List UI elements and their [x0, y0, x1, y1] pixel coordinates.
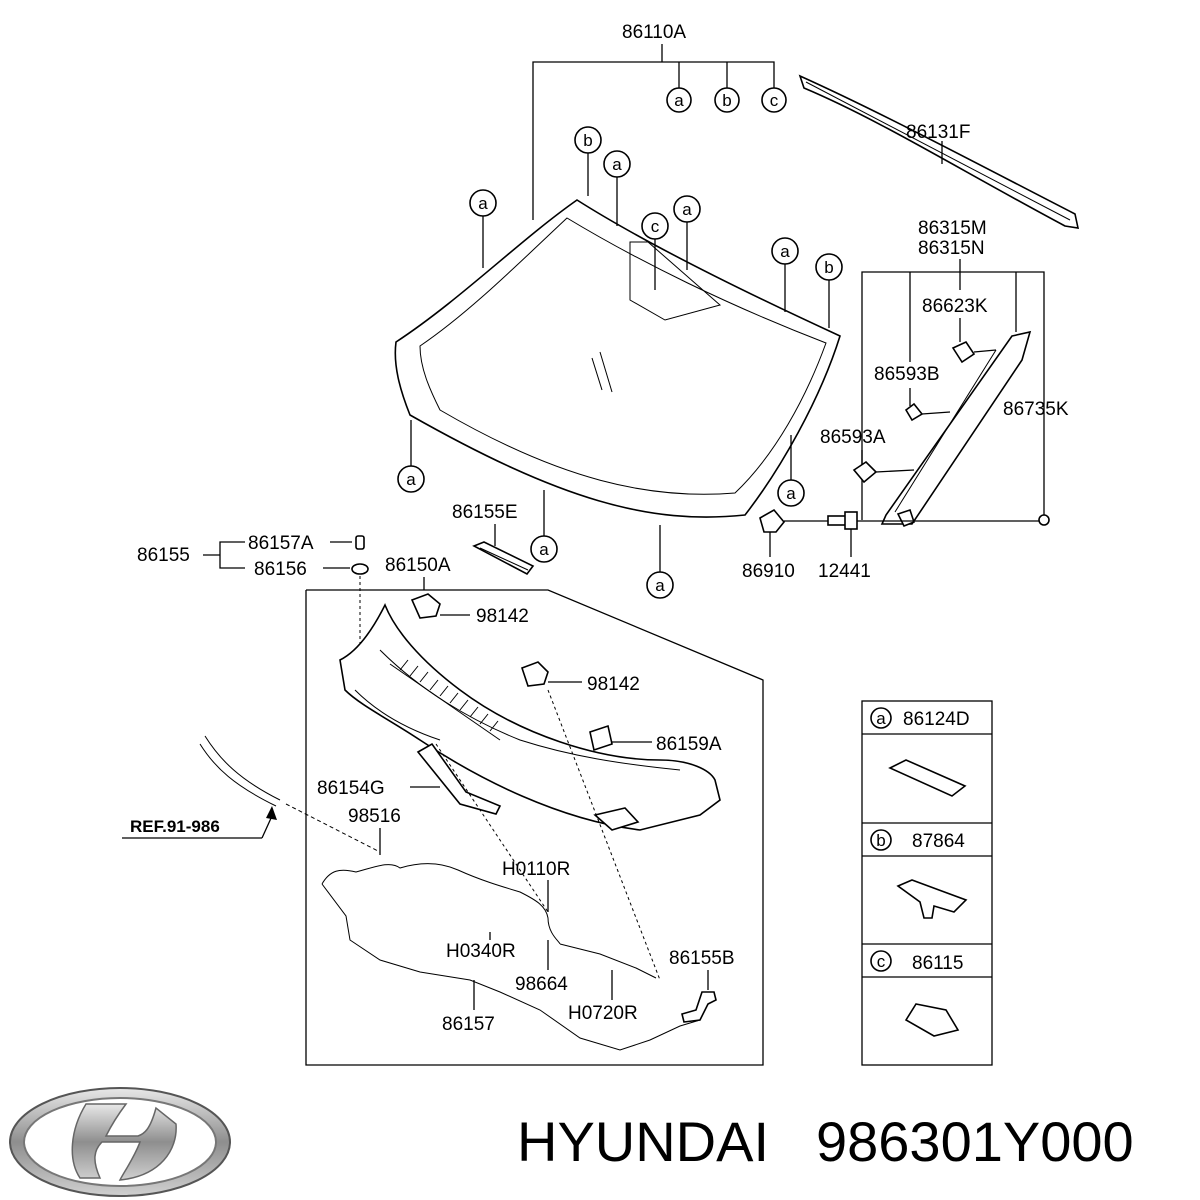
legend-row-a: a 86124D — [870, 707, 970, 797]
callout-a-6: a — [777, 435, 805, 507]
svg-text:c: c — [877, 952, 886, 971]
legend-row-b: b 87864 — [870, 829, 968, 919]
callout-a-4: a — [771, 237, 799, 312]
label-86623K: 86623K — [922, 296, 988, 317]
label-H0340R: H0340R — [446, 941, 516, 962]
svg-text:a: a — [786, 484, 796, 503]
svg-text:c: c — [651, 217, 660, 236]
svg-text:a: a — [876, 709, 886, 728]
label-86593B: 86593B — [874, 364, 940, 385]
svg-text:a: a — [406, 470, 416, 489]
svg-text:a: a — [674, 91, 684, 110]
svg-text:a: a — [539, 540, 549, 559]
bolt-12441: 12441 — [818, 511, 1039, 582]
cowl-vent-grille — [399, 659, 499, 732]
label-86910: 86910 — [742, 561, 795, 582]
pad-86155E: 86155E — [452, 502, 535, 576]
fastener-86910: 86910 — [742, 508, 830, 582]
legend-table: a 86124D b 87864 c 86115 — [861, 700, 993, 1066]
brand-name: HYUNDAI — [517, 1110, 769, 1173]
ref-91-986: REF.91-986 — [122, 735, 381, 853]
marker-b-top: b — [714, 87, 740, 113]
label-86735K: 86735K — [1003, 399, 1069, 420]
label-86150A: 86150A — [385, 555, 451, 576]
label-86110A: 86110A — [622, 22, 686, 43]
label-98142-lower: 98142 — [587, 674, 640, 695]
legend-part-87864: 87864 — [912, 831, 965, 852]
svg-text:a: a — [655, 576, 665, 595]
label-98516: 98516 — [348, 806, 401, 827]
svg-text:a: a — [478, 194, 488, 213]
legend-row-c: c 86115 — [870, 950, 963, 1037]
label-86315M: 86315M — [918, 218, 987, 239]
group-86155: 86155 86157A 86156 — [137, 533, 369, 690]
label-H0110R: H0110R — [502, 859, 570, 880]
label-86155: 86155 — [137, 545, 190, 566]
part-number: 986301Y000 — [816, 1110, 1134, 1173]
svg-text:a: a — [780, 242, 790, 261]
svg-text:b: b — [722, 91, 731, 110]
marker-a-top: a — [666, 87, 692, 113]
callout-a-3: a — [673, 195, 701, 270]
svg-text:a: a — [612, 155, 622, 174]
callout-a-8: a — [646, 525, 674, 599]
legend-part-86115: 86115 — [912, 953, 963, 974]
callout-b-1: b — [574, 126, 602, 196]
hyundai-logo — [9, 1087, 231, 1197]
label-86154G: 86154G — [317, 778, 385, 799]
label-12441: 12441 — [818, 561, 871, 582]
label-H0720R: H0720R — [568, 1003, 638, 1024]
label-86131F: 86131F — [906, 122, 970, 143]
label-98664: 98664 — [515, 974, 568, 995]
label-86155B: 86155B — [669, 948, 735, 969]
bracket-86110A: 86110A — [532, 22, 775, 220]
svg-text:b: b — [876, 831, 885, 850]
label-86593A: 86593A — [820, 427, 886, 448]
callout-a-7: a — [530, 490, 558, 563]
svg-text:b: b — [824, 258, 833, 277]
moulding-strip-86131F: 86131F — [798, 74, 1080, 229]
label-86155E: 86155E — [452, 502, 518, 523]
callout-c-1: c — [641, 212, 669, 290]
callout-a-1: a — [469, 189, 497, 268]
marker-c-top: c — [761, 87, 787, 113]
pillar-group: 86315M 86315N 86623K 86593B 86735K 86593… — [820, 218, 1069, 528]
label-86315N: 86315N — [918, 238, 985, 259]
legend-part-86124D: 86124D — [903, 709, 970, 730]
label-86156: 86156 — [254, 559, 307, 580]
label-86157A: 86157A — [248, 533, 314, 554]
label-98142-upper: 98142 — [476, 606, 529, 627]
windshield-glass — [394, 199, 841, 518]
cowl-panel-box: 86150A 98142 98142 86159A — [305, 555, 764, 1066]
svg-text:c: c — [770, 91, 779, 110]
svg-text:b: b — [583, 131, 592, 150]
callout-a-2: a — [603, 150, 631, 226]
callout-b-2: b — [815, 253, 843, 328]
svg-text:a: a — [682, 200, 692, 219]
label-86157: 86157 — [442, 1014, 495, 1035]
label-86159A: 86159A — [656, 734, 722, 755]
callout-a-5: a — [397, 420, 425, 493]
label-ref: REF.91-986 — [130, 817, 220, 836]
